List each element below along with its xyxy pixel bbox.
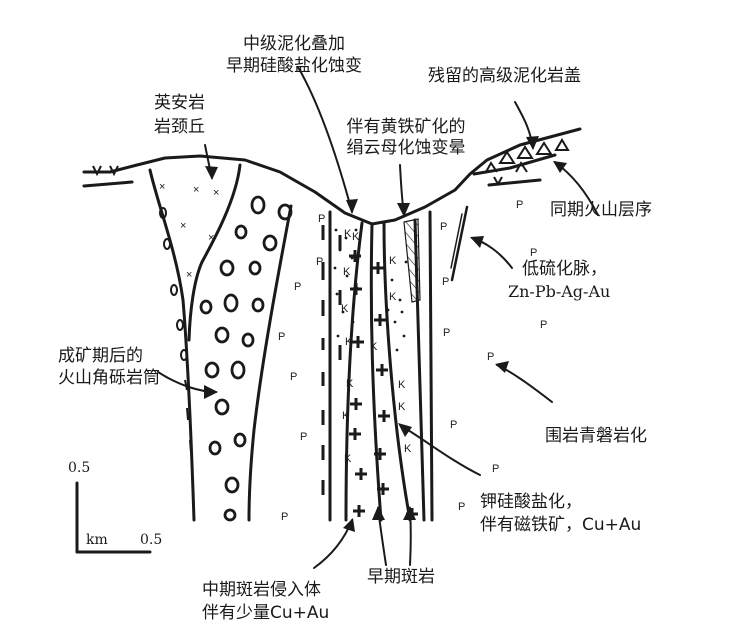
potassic-symbol: K (404, 443, 412, 455)
propylitic-symbol: P (300, 431, 307, 443)
potassic-symbol: K (370, 341, 378, 353)
volcanic-v-marks (92, 165, 503, 187)
sericite-hatch-zone (403, 218, 421, 303)
propylitic-symbol: P (530, 247, 537, 259)
propylitic-symbol: P (540, 319, 547, 331)
potassic-symbol: K (398, 379, 406, 391)
breccia-pipe-right-wall (247, 204, 293, 522)
scale-horizontal-value: 0.5 (140, 532, 163, 548)
potassic-symbol: K (345, 336, 353, 348)
propylitic-symbol: P (278, 331, 285, 343)
potassic-dashes (321, 225, 342, 495)
label-dacite: 英安岩 (154, 93, 205, 113)
propylitic-symbols: P P P P P P P P P P P P P P P P P (278, 199, 547, 523)
label-residual-lithocap: 残留的高级泥化岩盖 (428, 66, 581, 86)
potassic-symbol: K (398, 401, 406, 413)
volcanic-base-left (82, 180, 134, 188)
label-breccia-pipe: 火山角砾岩筒 (58, 368, 160, 388)
porphyry-wall-3 (369, 222, 383, 522)
label-minor-cu-au: 伴有少量Cu+Au (202, 603, 330, 623)
potassic-symbol: K (344, 228, 352, 240)
porphyry-wall-2 (344, 221, 364, 522)
label-intermediate-argillic: 中级泥化叠加 (243, 34, 345, 54)
dacite-symbol: × (186, 269, 192, 281)
scale-vertical-value: 0.5 (68, 460, 91, 476)
porphyry-wall-6 (428, 210, 434, 522)
lithocap-symbols (485, 138, 570, 173)
dacite-symbol: × (180, 220, 186, 232)
propylitic-symbol: P (487, 351, 494, 363)
label-propylitic: 围岩青磐岩化 (545, 426, 647, 446)
propylitic-symbol: P (492, 463, 499, 475)
label-dacite-dome: 岩颈丘 (154, 117, 205, 137)
potassic-symbol: K (346, 378, 354, 390)
ground-surface-left (82, 163, 139, 174)
label-early-silicate: 早期硅酸盐化蚀变 (226, 56, 362, 76)
label-sericite-halo: 绢云母化蚀变晕 (346, 138, 466, 158)
propylitic-symbol: P (450, 419, 457, 431)
potassic-symbol: K (389, 255, 397, 267)
potassic-symbol: K (342, 410, 350, 422)
propylitic-symbol: P (458, 501, 465, 513)
arrow-potassic (399, 424, 481, 476)
potassic-symbol: K (352, 231, 360, 243)
dacite-symbol: × (213, 187, 219, 199)
scale-unit: km (86, 532, 108, 548)
breccia-pipe-left-wall (148, 168, 196, 522)
pipe-margin-marks (159, 207, 192, 453)
dacite-symbol: × (208, 232, 214, 244)
propylitic-symbol: P (316, 256, 323, 268)
potassic-symbol: K (343, 266, 351, 278)
propylitic-symbol: P (290, 371, 297, 383)
scale-bar (75, 481, 152, 554)
propylitic-symbol: P (442, 276, 449, 288)
porphyry-crosses (349, 250, 418, 520)
dacite-symbol: × (159, 181, 165, 193)
breccia-clasts (199, 195, 293, 522)
propylitic-symbol: P (440, 221, 447, 233)
potassic-symbol: K (389, 291, 397, 303)
label-low-sulfidation-vein: 低硫化脉， (522, 259, 607, 279)
label-vein-metals: Zn-Pb-Ag-Au (508, 282, 611, 301)
dacite-dome-boundary (187, 163, 242, 342)
dacite-symbols: × × × × × × (159, 181, 219, 281)
label-coeval-volcanics: 同期火山层序 (550, 200, 652, 220)
porphyry-wall-4 (382, 221, 412, 522)
potassic-symbol: K (344, 453, 352, 465)
propylitic-symbol: P (281, 511, 288, 523)
label-early-porphyry: 早期斑岩 (367, 567, 435, 587)
propylitic-symbol: P (516, 199, 523, 211)
propylitic-symbol: P (318, 213, 325, 225)
label-post-mineral: 成矿期后的 (58, 346, 143, 366)
low-sulfidation-vein (450, 205, 469, 282)
propylitic-symbol: P (294, 281, 301, 293)
propylitic-symbol: P (443, 327, 450, 339)
arrow-top-center (297, 66, 353, 213)
label-potassic-magnetite: 伴有磁铁矿，Cu+Au (480, 515, 642, 535)
potassic-symbols: K K K K K K K K K K K K K K (341, 228, 412, 465)
label-potassic: 钾硅酸盐化， (480, 492, 582, 512)
label-pyrite-bearing: 伴有黄铁矿化的 (346, 117, 466, 137)
potassic-symbol: K (341, 303, 349, 315)
dacite-symbol: × (193, 184, 199, 196)
label-intermineral-porphyry: 中期斑岩侵入体 (202, 580, 321, 600)
